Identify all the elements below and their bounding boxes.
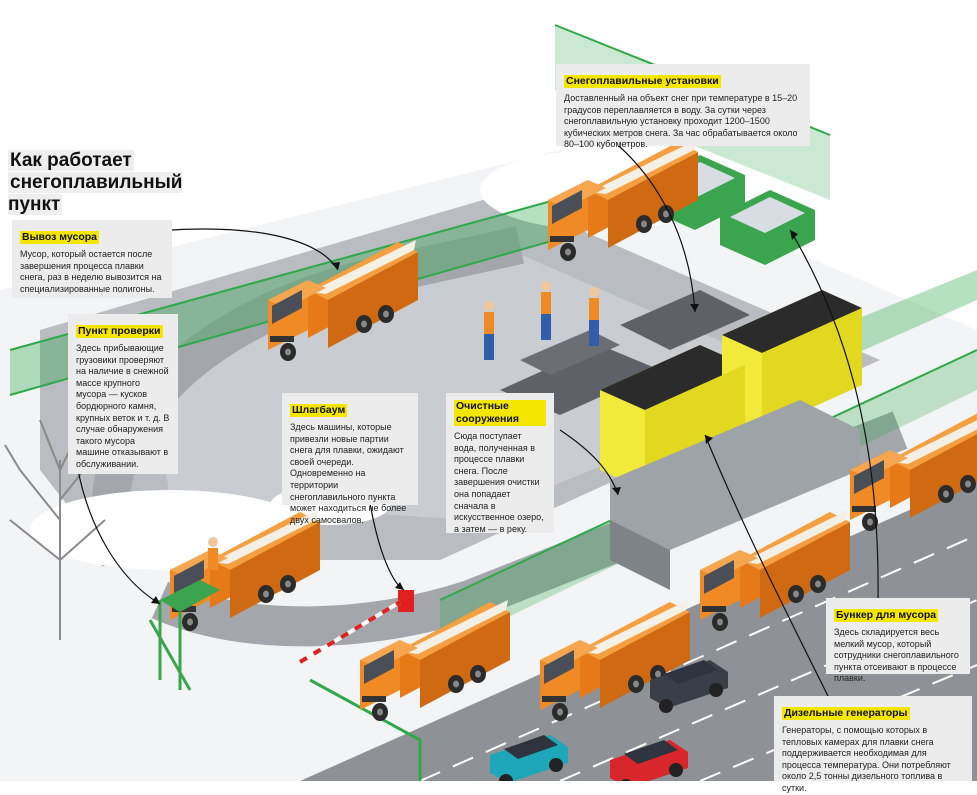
leader-lines <box>77 139 879 701</box>
worker-group <box>208 281 599 570</box>
title-line-2: снегоплавильный пункт <box>8 172 183 215</box>
callout-title: Бункер для мусора <box>834 609 939 622</box>
callout-text: Сюда поступает вода, полученная в процес… <box>454 431 544 534</box>
barrier-gate <box>298 590 414 664</box>
callout-trash-removal: Вывоз мусора Мусор, который остается пос… <box>12 220 172 298</box>
callout-text: Здесь складируется весь мелкий мусор, ко… <box>834 627 959 684</box>
callout-treatment: Очистные сооружения Сюда поступает вода,… <box>446 393 554 534</box>
page-title: Как работает снегоплавильный пункт <box>8 150 240 216</box>
callout-text: Генераторы, с помощью которых в тепловых… <box>782 725 951 793</box>
callout-text: Доставленный на объект снег при температ… <box>564 93 798 150</box>
callout-title: Пункт проверки <box>76 325 163 338</box>
callout-title: Шлагбаум <box>290 404 348 417</box>
callout-barrier: Шлагбаум Здесь машины, которые привезли … <box>282 393 418 525</box>
callout-generators: Дизельные генераторы Генераторы, с помощ… <box>774 696 972 793</box>
callout-text: Здесь прибывающие грузовики проверяют на… <box>76 343 170 469</box>
callout-title: Вывоз мусора <box>20 231 99 244</box>
callout-title: Очистные сооружения <box>454 400 546 426</box>
callout-checkpoint: Пункт проверки Здесь прибывающие грузови… <box>68 314 178 474</box>
callout-title: Снегоплавильные установки <box>564 75 721 88</box>
title-line-1: Как работает <box>8 150 134 171</box>
callout-title: Дизельные генераторы <box>782 707 910 720</box>
callout-text: Мусор, который остается после завершения… <box>20 249 162 294</box>
callout-melters: Снегоплавильные установки Доставленный н… <box>556 64 810 149</box>
callout-text: Здесь машины, которые привезли новые пар… <box>290 422 407 525</box>
callout-bunker: Бункер для мусора Здесь складируется вес… <box>826 598 970 683</box>
